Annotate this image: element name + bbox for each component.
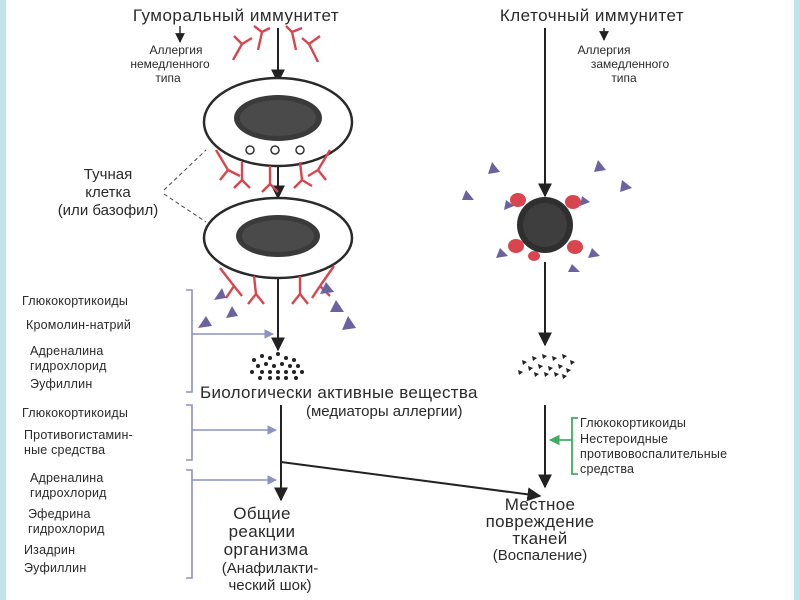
general-line2: реакции	[228, 522, 296, 541]
general-line1: Общие	[233, 504, 291, 523]
mediator-granule	[566, 368, 571, 373]
mediator-granule	[570, 360, 575, 365]
mediator-granule	[554, 372, 559, 377]
right-item-1: Глюкокортикоиды	[580, 416, 687, 430]
humoral-allergy-line2: немедленного	[130, 57, 210, 71]
cross-arrow	[280, 461, 542, 502]
mediator-granule	[528, 366, 533, 371]
right-item-3: противовоспалительные	[580, 447, 728, 461]
cellular-title: Клеточный иммунитет	[499, 6, 685, 25]
right-bracket	[548, 417, 578, 475]
mediator-granule	[280, 362, 284, 366]
left3-item-3: Эфедрина	[28, 507, 91, 521]
mediator-granule	[562, 374, 567, 379]
left3-item-6: Эуфиллин	[24, 561, 87, 575]
mediator-granule	[284, 376, 288, 380]
mediator-granule	[250, 370, 254, 374]
bav-title: Биологически активные вещества	[200, 383, 478, 402]
bracket-arrows	[192, 329, 277, 485]
mediator-granule	[562, 354, 567, 359]
left1-item-2: Кромолин-натрий	[26, 318, 132, 332]
humoral-title: Гуморальный иммунитет	[132, 6, 340, 25]
left1-item-3: Адреналина	[30, 344, 104, 358]
mediator-granule	[252, 358, 256, 362]
mediator-granule	[256, 364, 260, 368]
mediators-cellular	[518, 354, 575, 379]
general-line3: организма	[223, 540, 309, 559]
mediator-granule	[534, 372, 539, 377]
mast-cell-label-2: клетка	[85, 184, 131, 201]
left3-item-2: гидрохлорид	[30, 486, 107, 500]
mediator-granule	[284, 356, 288, 360]
mediator-granule	[260, 354, 264, 358]
mediator-granule	[276, 352, 280, 356]
mediator-granule	[532, 356, 537, 361]
left2-item-2: Противогистамин-	[24, 428, 133, 442]
mediator-granule	[260, 370, 264, 374]
mediator-granule	[268, 376, 272, 380]
mediator-granule	[522, 360, 527, 365]
mediator-granule	[258, 376, 262, 380]
mediator-granule	[294, 376, 298, 380]
left3-item-1: Адреналина	[30, 471, 104, 485]
humoral-allergy-line3: типа	[155, 71, 181, 85]
mediator-granule	[518, 370, 523, 375]
local-line4: (Воспаление)	[492, 547, 588, 564]
cellular-allergy-line1: Аллергия	[577, 43, 631, 57]
right-item-4: средства	[580, 462, 635, 476]
left1-item-1: Глюкокортикоиды	[22, 294, 129, 308]
mediator-granule	[292, 370, 296, 374]
mediator-granule	[292, 358, 296, 362]
mast-cell-label-3: (или базофил)	[57, 202, 159, 219]
mediator-granule	[542, 354, 547, 359]
cellular-allergy-line2: замедленного	[590, 57, 670, 71]
antibodies-cell-1	[214, 149, 332, 193]
mediator-granule	[552, 356, 557, 361]
general-line4: (Анафилакти-	[221, 560, 319, 577]
right-edge-decoration	[794, 0, 800, 600]
mediator-granule	[264, 362, 268, 366]
left1-item-5: Эуфиллин	[30, 377, 93, 391]
mast-cell-label-1: Тучная	[83, 166, 133, 183]
bav-subtitle: (медиаторы аллергии)	[306, 403, 463, 420]
mediator-granule	[544, 372, 549, 377]
mediator-granule	[296, 364, 300, 368]
lymphocyte	[508, 193, 583, 261]
mediator-granule	[538, 364, 543, 369]
local-line3: тканей	[512, 529, 568, 548]
mast-cell-2	[202, 196, 354, 280]
mediator-granule	[284, 370, 288, 374]
mediator-granule	[268, 356, 272, 360]
mediator-granule	[558, 364, 563, 369]
mediator-granule	[268, 370, 272, 374]
left3-item-4: гидрохлорид	[28, 522, 105, 536]
left3-item-5: Изадрин	[24, 543, 76, 557]
humoral-allergy-line1: Аллергия	[149, 43, 203, 57]
mediator-granule	[288, 364, 292, 368]
mediator-granule	[548, 366, 553, 371]
left2-item-3: ные средства	[24, 443, 106, 457]
mediator-granule	[276, 376, 280, 380]
mediators-humoral	[250, 352, 304, 380]
allergens-humoral	[198, 282, 356, 330]
mediator-granule	[272, 364, 276, 368]
left2-item-1: Глюкокортикоиды	[22, 406, 129, 420]
left-brackets	[186, 289, 193, 579]
left1-item-4: гидрохлорид	[30, 359, 107, 373]
mast-cell-1	[202, 76, 354, 168]
local-line2: повреждение	[485, 512, 595, 531]
cellular-allergy-line3: типа	[611, 71, 637, 85]
mediator-granule	[276, 370, 280, 374]
mediator-granule	[300, 370, 304, 374]
local-line1: Местное	[504, 495, 576, 514]
general-line5: ческий шок)	[228, 577, 312, 594]
allergens-cellular	[462, 160, 632, 272]
left-edge-decoration	[0, 0, 6, 600]
antibodies-top	[231, 25, 321, 63]
right-item-2: Нестероидные	[580, 432, 669, 446]
antibodies-cell-2	[219, 265, 335, 305]
